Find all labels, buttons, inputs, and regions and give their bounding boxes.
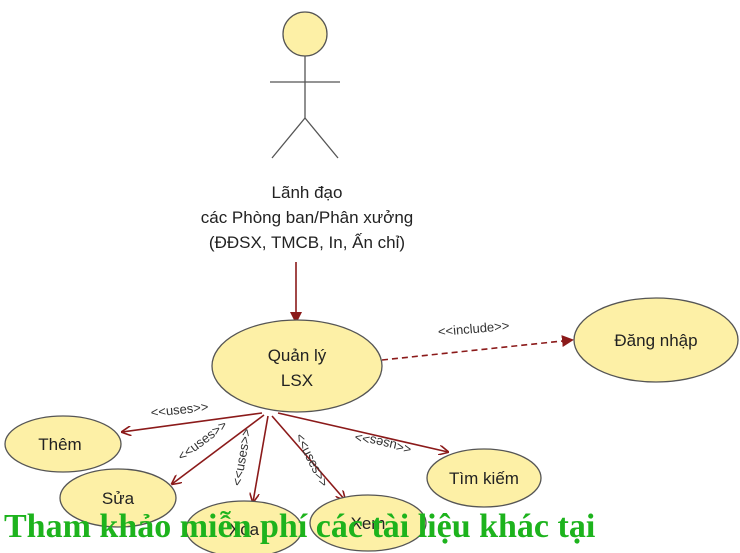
usecase-main-line1: Quản lý xyxy=(268,346,327,365)
usecase-delete-label: Xóa xyxy=(229,520,260,539)
actor-label-line1: Lãnh đạo xyxy=(272,183,343,202)
actor-left-leg xyxy=(271,117,306,159)
usecase-search-label: Tìm kiếm xyxy=(449,469,519,488)
watermark-text: Tham khảo miễn phí các tài liệu khác tại xyxy=(4,508,596,545)
usecase-main-line2: LSX xyxy=(281,371,313,390)
uses-arrow-delete xyxy=(253,415,269,502)
uses-arrow-edit xyxy=(172,414,265,484)
usecase-add xyxy=(4,415,122,473)
usecase-main xyxy=(211,319,383,413)
usecase-view xyxy=(309,494,427,552)
usecase-login xyxy=(573,297,739,383)
usecase-edit xyxy=(59,468,177,528)
uses-arrow-search xyxy=(277,412,448,452)
actor-label-line2: các Phòng ban/Phân xưởng xyxy=(201,208,414,227)
usecase-edit-label: Sửa xyxy=(102,489,135,508)
usecase-delete xyxy=(185,500,303,553)
uses-stereotype-delete: <<uses>> xyxy=(229,427,254,487)
usecase-login-label: Đăng nhập xyxy=(614,331,697,350)
actor-head xyxy=(282,11,328,57)
include-arrow xyxy=(381,335,574,361)
actor-figure xyxy=(270,11,340,159)
usecase-add-label: Thêm xyxy=(38,435,81,454)
uses-stereotype-search: <<uses>> xyxy=(353,430,413,458)
uses-arrow-add xyxy=(122,412,263,432)
actor-label-line3: (ĐĐSX, TMCB, In, Ấn chỉ) xyxy=(209,233,405,252)
usecase-search xyxy=(426,448,542,508)
uses-arrow-view xyxy=(271,415,345,500)
include-stereotype: <<include>> xyxy=(437,318,510,339)
usecase-view-label: Xem xyxy=(351,514,386,533)
uses-stereotype-view: <<uses>> xyxy=(292,431,332,489)
uses-stereotype-add: <<uses>> xyxy=(150,399,209,420)
actor-right-leg xyxy=(304,117,339,159)
